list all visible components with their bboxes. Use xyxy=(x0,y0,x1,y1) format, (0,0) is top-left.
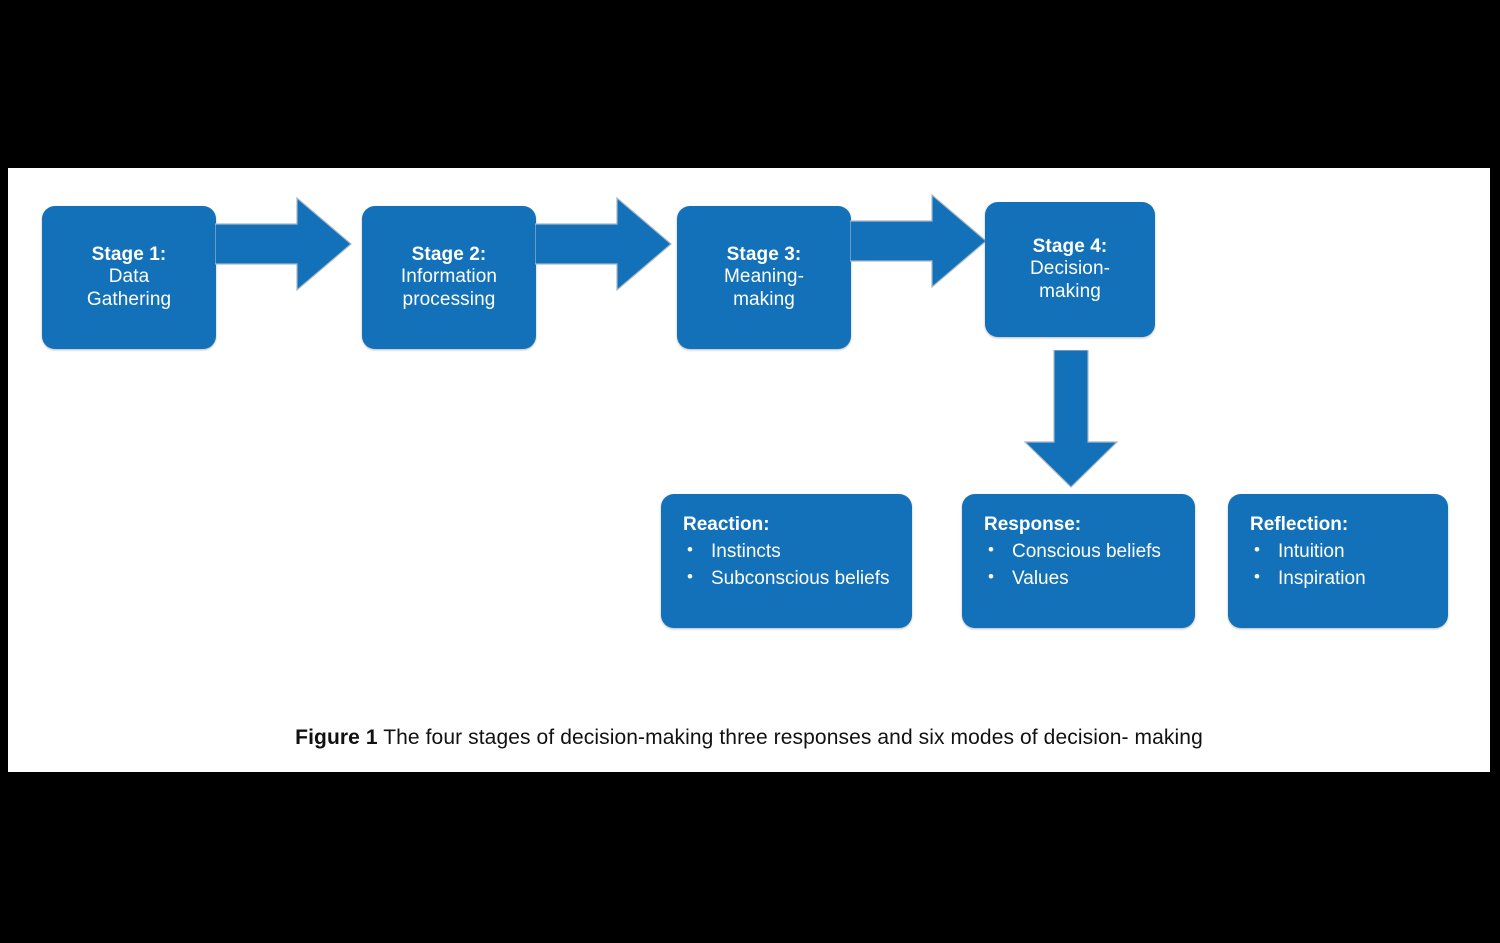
response-list: Conscious beliefs Values xyxy=(984,538,1181,593)
arrow-stage3-to-stage4 xyxy=(850,193,987,289)
stage-4-title: Stage 4: xyxy=(1032,236,1108,258)
list-item: Conscious beliefs xyxy=(984,538,1181,566)
mode-box-response[interactable]: Response: Conscious beliefs Values xyxy=(962,494,1195,628)
mode-box-reaction[interactable]: Reaction: Instincts Subconscious beliefs xyxy=(661,494,912,628)
stage-box-1[interactable]: Stage 1: Data Gathering xyxy=(42,206,216,349)
stage-2-subtitle-line1: Information xyxy=(400,266,498,288)
slide-canvas: Stage 1: Data Gathering Stage 2: Informa… xyxy=(8,168,1490,772)
list-item: Intuition xyxy=(1250,538,1434,566)
stage-3-subtitle-line2: making xyxy=(733,288,795,310)
stage-4-subtitle-line2: making xyxy=(1039,280,1101,302)
stage-box-2[interactable]: Stage 2: Information processing xyxy=(362,206,536,349)
stage-1-subtitle-line2: Gathering xyxy=(86,288,172,310)
stage-3-title: Stage 3: xyxy=(726,244,802,266)
stage-4-subtitle-line1: Decision- xyxy=(1029,258,1111,280)
stage-3-subtitle-line1: Meaning- xyxy=(723,266,804,288)
list-item: Values xyxy=(984,565,1181,593)
figure-caption-text: The four stages of decision-making three… xyxy=(377,726,1203,749)
arrow-stage2-to-stage3 xyxy=(535,196,672,292)
reflection-list: Intuition Inspiration xyxy=(1250,538,1434,593)
reflection-title: Reflection: xyxy=(1250,514,1349,535)
figure-caption: Figure 1 The four stages of decision-mak… xyxy=(8,726,1490,750)
figure-caption-label: Figure 1 xyxy=(295,726,378,749)
stage-box-4[interactable]: Stage 4: Decision- making xyxy=(985,202,1155,337)
stage-2-title: Stage 2: xyxy=(411,244,487,266)
stage-1-subtitle-line1: Data xyxy=(108,266,150,288)
stage-box-3[interactable]: Stage 3: Meaning- making xyxy=(677,206,851,349)
reaction-title: Reaction: xyxy=(683,514,770,535)
stage-2-subtitle-line2: processing xyxy=(402,288,496,310)
stage-1-title: Stage 1: xyxy=(91,244,167,266)
list-item: Subconscious beliefs xyxy=(683,565,898,593)
arrow-stage4-to-response xyxy=(1021,350,1121,488)
list-item: Inspiration xyxy=(1250,565,1434,593)
list-item: Instincts xyxy=(683,538,898,566)
arrow-stage1-to-stage2 xyxy=(215,196,352,292)
response-title: Response: xyxy=(984,514,1082,535)
mode-box-reflection[interactable]: Reflection: Intuition Inspiration xyxy=(1228,494,1448,628)
reaction-list: Instincts Subconscious beliefs xyxy=(683,538,898,593)
